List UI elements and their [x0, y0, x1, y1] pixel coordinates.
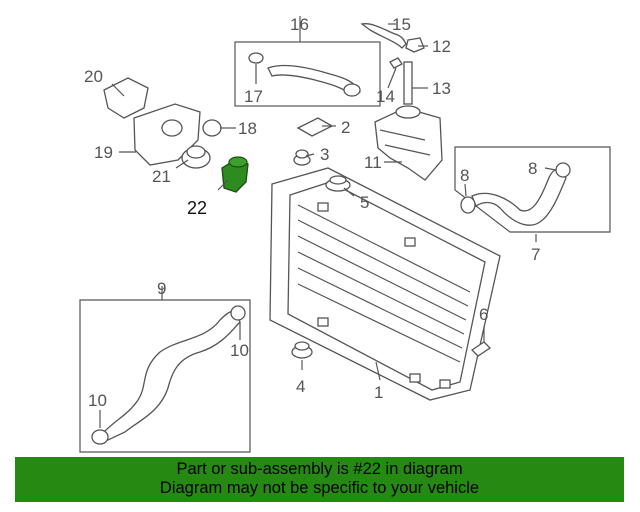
callout-2: 2 — [341, 118, 350, 137]
callout-7: 7 — [531, 245, 540, 264]
water-pipe-part — [248, 52, 361, 97]
callout-15: 15 — [392, 15, 411, 34]
callout-1: 1 — [374, 383, 383, 402]
callout-21: 21 — [152, 167, 171, 186]
callout-16: 16 — [290, 15, 309, 34]
overflow-hose-part — [360, 23, 425, 105]
lower-mount-part — [291, 341, 313, 359]
callout-20: 20 — [84, 67, 103, 86]
callout-11: 11 — [364, 153, 382, 172]
callout-14: 14 — [376, 87, 395, 106]
drain-plug-part — [470, 341, 492, 357]
callout-19: 19 — [94, 143, 113, 162]
upper-hose-box — [454, 146, 611, 233]
parts-diagram: 1 2 3 4 5 6 7 8 8 9 10 10 11 12 13 14 15… — [79, 15, 611, 453]
callout-10b: 10 — [230, 341, 249, 360]
info-banner: Part or sub-assembly is #22 in diagram D… — [15, 457, 624, 502]
callout-4: 4 — [296, 377, 305, 396]
callout-12: 12 — [432, 37, 451, 56]
callout-17: 17 — [244, 87, 263, 106]
banner-line-2: Diagram may not be specific to your vehi… — [159, 479, 480, 497]
radiator-part — [269, 167, 501, 401]
callout-13: 13 — [432, 79, 451, 98]
callout-5: 5 — [360, 193, 369, 212]
lower-hose-part — [91, 305, 246, 445]
callout-18: 18 — [238, 119, 257, 138]
callout-22: 22 — [187, 198, 207, 218]
callout-9: 9 — [157, 279, 166, 298]
callout-10a: 10 — [88, 391, 107, 410]
thermostat-housing-part — [103, 77, 222, 169]
callout-8a: 8 — [460, 166, 469, 185]
highlighted-part-22 — [221, 156, 249, 193]
upper-hose-part — [460, 162, 571, 226]
bracket-part — [296, 117, 334, 137]
callout-8b: 8 — [528, 159, 537, 178]
callout-3: 3 — [320, 145, 329, 164]
banner-line-1: Part or sub-assembly is #22 in diagram — [176, 460, 463, 478]
bushing-part — [293, 149, 311, 166]
leader-lines — [99, 16, 557, 428]
reservoir-tank-part — [374, 105, 443, 181]
callout-6: 6 — [479, 305, 488, 324]
